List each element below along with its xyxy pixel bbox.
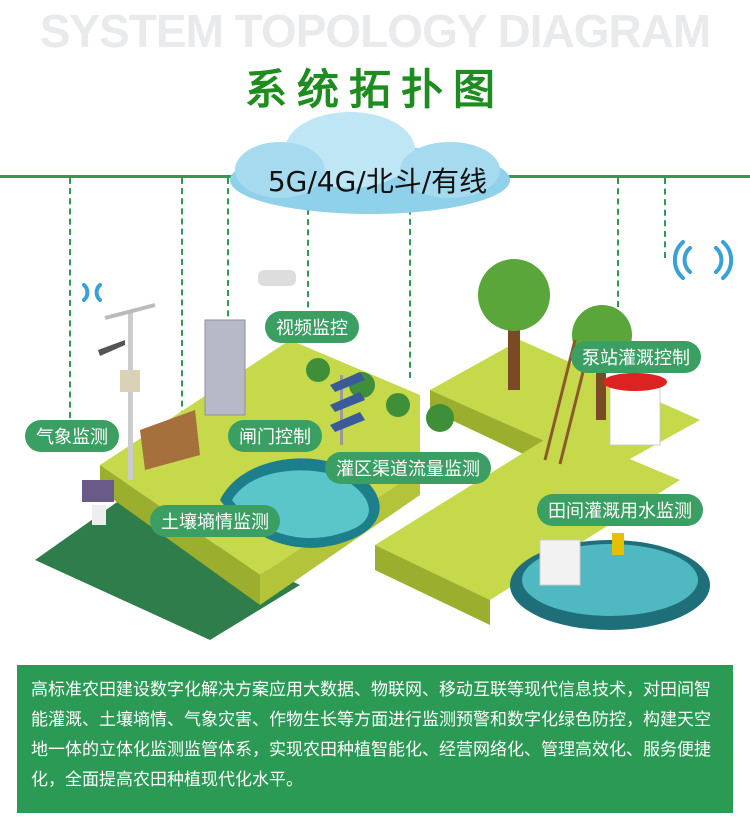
network-cloud-label: 5G/4G/北斗/有线 bbox=[267, 165, 488, 198]
wifi-signal-icon bbox=[82, 240, 734, 302]
label-video-surveillance: 视频监控 bbox=[265, 311, 359, 343]
label-soil-moisture-monitoring: 土壤墒情监测 bbox=[150, 505, 280, 537]
connector-line bbox=[227, 178, 229, 408]
label-pump-station-control: 泵站灌溉控制 bbox=[571, 341, 701, 373]
label-gate-control: 闸门控制 bbox=[228, 420, 322, 452]
farm-scene-illustration bbox=[35, 112, 734, 640]
label-channel-flow-monitoring: 灌区渠道流量监测 bbox=[325, 452, 491, 484]
connector-line bbox=[307, 178, 309, 328]
connector-line bbox=[617, 178, 619, 348]
page-title: 系统拓扑图 bbox=[244, 65, 505, 114]
connector-line bbox=[69, 178, 71, 428]
background-english-title: SYSTEM TOPOLOGY DIAGRAM bbox=[39, 5, 711, 57]
cloud-icon bbox=[230, 112, 510, 214]
label-field-water-monitoring: 田间灌溉用水监测 bbox=[537, 494, 703, 526]
description-panel: 高标准农田建设数字化解决方案应用大数据、物联网、移动互联等现代信息技术，对田间智… bbox=[17, 665, 733, 813]
connector-line bbox=[409, 178, 411, 378]
connector-line bbox=[181, 178, 183, 518]
label-weather-monitoring: 气象监测 bbox=[25, 420, 119, 452]
connector-line bbox=[664, 178, 666, 258]
